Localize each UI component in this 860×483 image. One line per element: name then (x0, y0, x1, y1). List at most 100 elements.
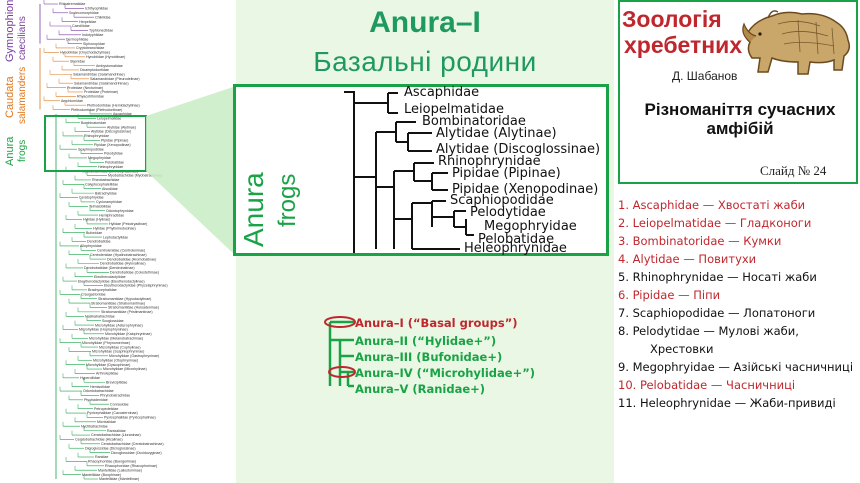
overview-taxon-label: Scolecomorphidae (69, 11, 99, 15)
overview-taxon-label: Hynobiidae (Hynobiinae) (86, 55, 125, 59)
zoom-taxon-pelodytidae: Pelodytidae (470, 205, 546, 220)
overview-taxon-label: Ambystomatidae (96, 64, 123, 68)
overview-taxon-label: Ceratophryidae (79, 196, 104, 200)
overview-taxon-label: Microhylidae (Dyscophinae) (86, 363, 130, 367)
group-label-anura: Anura (4, 136, 16, 166)
zoom-taxon-pelobatidae: Pelobatidae (478, 232, 555, 247)
overview-taxon-label: Hyperoliidae (80, 376, 100, 380)
course-title-line-2: хребетних (624, 32, 743, 58)
overview-taxon-label: Microhylidae (Gastrophryninae) (109, 354, 159, 358)
author-name: Д. Шабанов (672, 69, 738, 83)
overview-taxon-label: Dendrobatidae (Hyloxalinae) (100, 262, 146, 266)
overview-taxon-label: Rhacophoridae (Rhacophorinae) (105, 464, 157, 468)
group-anura-3: Anura–III (Bufonidae+) (355, 350, 503, 364)
overview-taxon-label: Rhyacotritonidae (77, 95, 104, 99)
overview-taxon-label: Plethodontidae (Hemidactyliinae) (87, 103, 140, 107)
overview-taxon-label: Dicroglossidae (Dicroglossinae) (85, 446, 136, 450)
overview-taxon-label: Dicamptodontidae (80, 68, 109, 72)
family-item-10: 10. Pelobatidae — Часничниці (618, 378, 796, 392)
overview-taxon-label: Eleutherodactylidae (94, 275, 126, 279)
zoomed-tree-box: Anura frogs (233, 84, 609, 256)
overview-taxon-label: Craugastoridae (81, 292, 106, 296)
overview-taxon-label: Strabomantidae (Pristimantinae) (101, 310, 153, 314)
overview-taxon-label: Hylidae (Pelodryadinae) (109, 222, 147, 226)
overview-taxon-label: Strabomantidae (Hypodactylinae) (98, 297, 151, 301)
lecture-topic-line-2: амфібій (706, 119, 774, 138)
overview-taxon-label: Mantellidae (Boophinae) (82, 473, 121, 477)
course-title: Зоологія хребетних (622, 6, 742, 58)
overview-taxon-label: Ascaphidae (113, 112, 132, 116)
overview-taxon-label: Salamandridae (Salamandrininae) (74, 81, 129, 85)
family-item-5: 5. Rhinophrynidae — Носаті жаби (618, 270, 817, 284)
overview-tree-branches (39, 0, 112, 480)
overview-taxon-label: Batrachylidae (95, 191, 117, 195)
zoom-taxon-alytinae: Alytidae (Alytinae) (436, 126, 557, 141)
overview-taxon-label: Centrolenidae (Centroleninae) (97, 248, 145, 252)
overview-taxon-label: Arthroleptidae (96, 372, 118, 376)
overview-taxon-label: Dicroglossidae (Occidozyginae) (111, 451, 162, 455)
overview-taxon-label: Rhinophrynidae (84, 134, 109, 138)
slide-number: Слайд № 24 (760, 163, 827, 178)
overview-taxon-label: Petropedetidae (94, 407, 118, 411)
overview-taxon-label: Hynobiidae (Onychodactylinae) (60, 51, 110, 55)
overview-taxon-label: Ptychadenidae (84, 398, 108, 402)
overview-taxon-label: Plethodontidae (Plethodontinae) (71, 108, 122, 112)
overview-taxon-label: Pipidae (Xenopodinae) (94, 143, 131, 147)
overview-taxon-label: Bufonidae (86, 231, 102, 235)
overview-taxon-label: Dendrobatidae (Colostethinae) (110, 270, 159, 274)
overview-taxon-label: Amphiumidae (61, 99, 83, 103)
overview-taxon-label: Allophrynidae (80, 244, 102, 248)
overview-taxon-label: Myobatrachidae (Myobatrachinae) (108, 174, 163, 178)
overview-taxon-label: Telmatobiidae (89, 205, 111, 209)
overview-taxon-label: Cycloramphidae (96, 200, 122, 204)
family-item-3: 3. Bombinatoridae — Кумки (618, 234, 782, 248)
group-label-gymnophiona: Gymnophiona (4, 0, 16, 62)
family-item-1: 1. Ascaphidae — Хвостаті жаби (618, 198, 806, 212)
group-anura-2: Anura–II (“Hylidae+”) (355, 334, 497, 348)
overview-taxon-label: Microhylidae (Asterophryinae) (95, 323, 143, 327)
overview-taxon-label: Dendrobatidae (Dendrobatinae) (84, 266, 135, 270)
zoom-taxon-rhinophrynidae: Rhinophrynidae (438, 154, 541, 169)
family-item-6: 6. Pipidae — Піпи (618, 288, 721, 302)
zoom-taxon-ascaphidae: Ascaphidae (404, 85, 480, 100)
zoom-taxon-scaphiopodidae: Scaphiopodidae (450, 193, 554, 208)
overview-taxon-label: Nyctibatrachidae (81, 424, 108, 428)
overview-taxon-label: Brevicipitidae (106, 380, 127, 384)
group-anura-1: Anura–I (“Basal groups”) (355, 316, 518, 330)
family-item-8: 8. Pelodytidae — Мулові жаби, (618, 324, 799, 338)
overview-taxon-label: Pipidae (Pipinae) (101, 139, 128, 143)
overview-taxon-label: Microhylidae (Hoplophryninae) (79, 328, 128, 332)
family-item-8-cont: Хрестовки (650, 342, 714, 356)
overview-taxon-label: Indotyphlidae (82, 33, 103, 37)
overview-taxon-label: Sooglossidae (102, 319, 124, 323)
overview-taxon-label: Microhylidae (Cophylinae) (99, 345, 141, 349)
overview-taxon-label: Ichthyophiidae (85, 7, 108, 11)
group-sublabel-salamanders: salamanders (17, 66, 28, 124)
overview-taxon-label: Nasikabatrachidae (85, 314, 115, 318)
overview-taxon-label: Rhinatrematidae (59, 2, 85, 6)
zoom-taxon-xenopodinae: Pipidae (Xenopodinae) (452, 182, 599, 197)
overview-taxon-label: Hemiphractidae (99, 213, 124, 217)
overview-taxon-label: Alsodidae (102, 187, 118, 191)
overview-taxon-label: Microhylidae (Melanobatrachinae) (89, 336, 143, 340)
zoom-taxon-megophryidae: Megophryidae (484, 219, 577, 234)
overview-taxon-label: Ceratobatrachidae (Alcalinae) (75, 438, 123, 442)
lecture-topic-line-1: Різноманіття сучасних (644, 100, 836, 119)
overview-taxon-label: Pyxicephalidae (Cacosterninae) (87, 411, 138, 415)
overview-tree: RhinatrematidaeIchthyophiidaeScolecomorp… (39, 0, 168, 481)
course-title-line-1: Зоологія (622, 6, 722, 32)
overview-taxon-label: Siphonopidae (83, 42, 105, 46)
overview-taxon-label: Ceratobatrachidae (Liuraninae) (91, 433, 141, 437)
overview-taxon-label: Alytidae (Alytinae) (107, 125, 136, 129)
overview-taxon-label: Phrynobatrachidae (100, 394, 130, 398)
overview-taxon-label: Conrauidae (110, 402, 129, 406)
overview-taxon-label: Microhylidae (Scaphiophryninae) (92, 350, 144, 354)
overview-taxon-label: Microhylidae (Otophryninae) (93, 358, 138, 362)
overview-taxon-label: Leptodactylidae (103, 235, 128, 239)
overview-taxon-label: Leiopelmatidae (97, 117, 121, 121)
overview-taxon-label: Dermophiidae (66, 37, 88, 41)
overview-taxon-label: Microhylidae (Microhylinae) (103, 367, 147, 371)
overview-taxon-label: Microhylidae (Kalophryninae) (105, 332, 152, 336)
overview-taxon-label: Pelodytidae (104, 152, 123, 156)
zoom-taxon-leiopelmatidae: Leiopelmatidae (404, 102, 504, 117)
